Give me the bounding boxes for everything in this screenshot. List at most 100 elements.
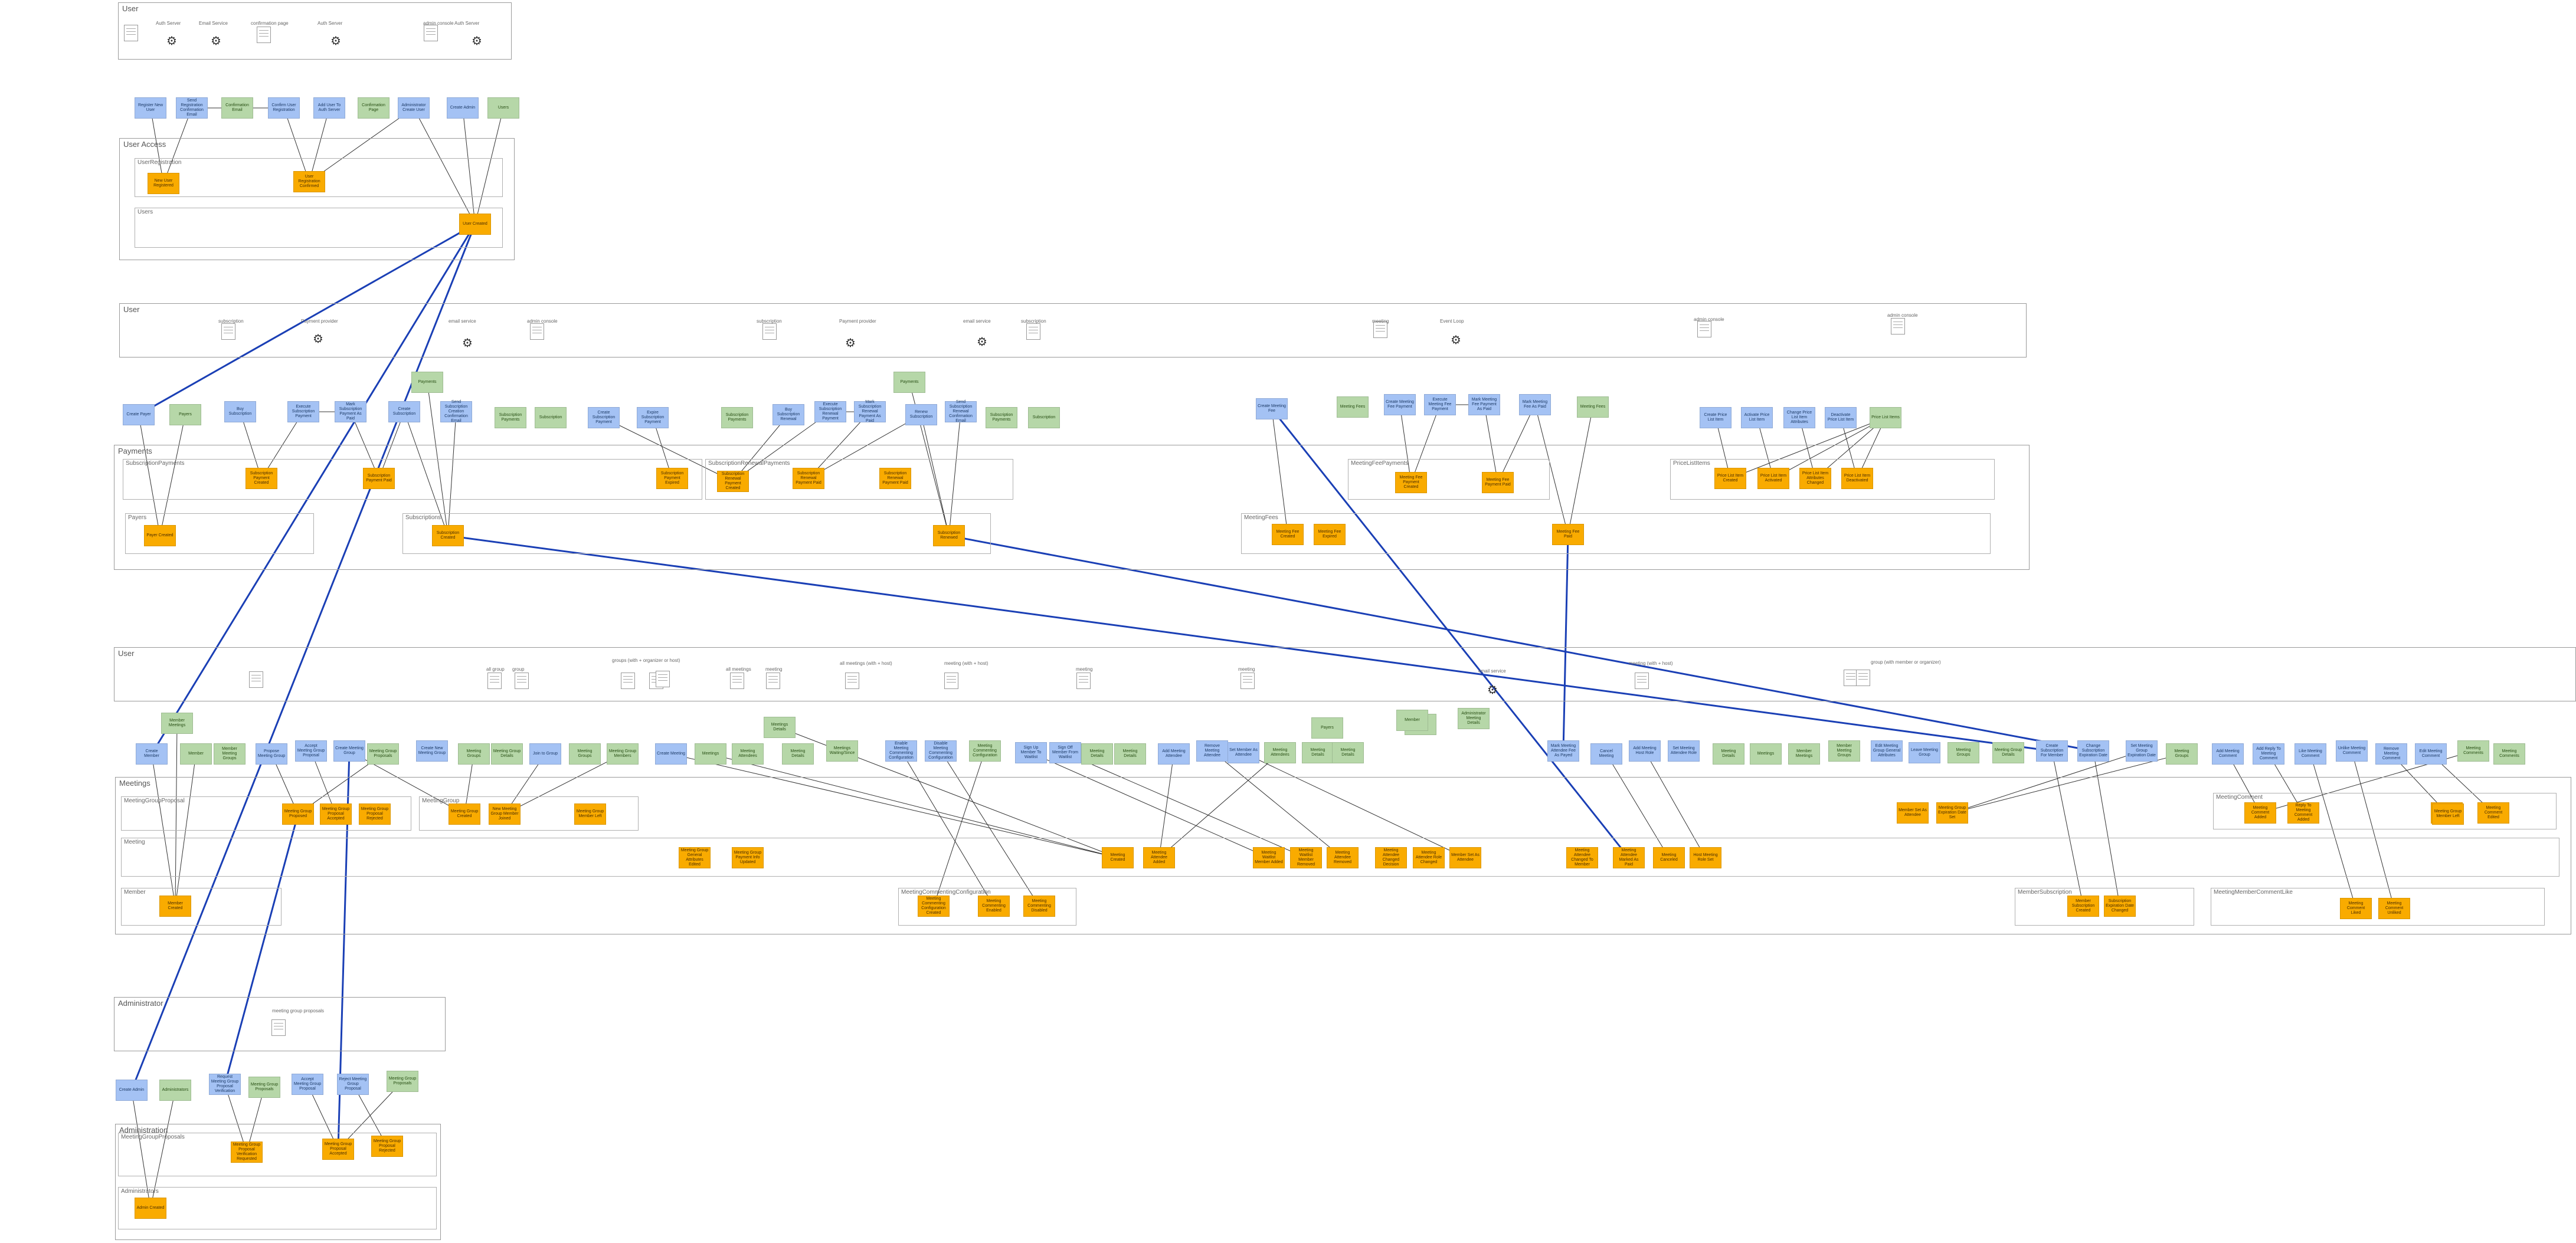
command-sticky[interactable]: Mark Subscription Payment As Paid xyxy=(335,401,366,422)
read-model-sticky[interactable]: Meeting Details xyxy=(1081,743,1113,765)
read-model-sticky[interactable]: Meetings Details xyxy=(764,717,796,738)
command-sticky[interactable]: Execute Meeting Fee Payment xyxy=(1424,394,1456,415)
event-sticky[interactable]: Meeting Waitlist Member Added xyxy=(1253,847,1285,868)
read-model-sticky[interactable]: Meeting Groups xyxy=(2166,743,2198,765)
command-sticky[interactable]: Mark Subscription Renewal Payment As Pai… xyxy=(854,400,886,423)
read-model-sticky[interactable]: Subscription xyxy=(535,407,567,428)
read-model-sticky[interactable]: Member Meeting Groups xyxy=(1828,740,1860,762)
event-sticky[interactable]: Subscription Payment Created xyxy=(246,468,277,489)
event-sticky[interactable]: Subscription Payment Paid xyxy=(363,468,395,489)
event-sticky[interactable]: Meeting Attendee Role Changed xyxy=(1413,847,1445,868)
command-sticky[interactable]: Buy Subscription xyxy=(224,401,256,422)
command-sticky[interactable]: Create Meeting Fee xyxy=(1256,398,1288,419)
command-sticky[interactable]: Create Admin xyxy=(447,97,479,119)
command-sticky[interactable]: Change Subscription Expiration Date xyxy=(2077,740,2109,762)
command-sticky[interactable]: Edit Meeting Comment xyxy=(2415,743,2447,765)
event-sticky[interactable]: Meeting Group Member Left xyxy=(574,803,606,825)
command-sticky[interactable]: Create Price List Item xyxy=(1700,407,1731,428)
event-sticky[interactable]: Meeting Comment Unliked xyxy=(2378,898,2410,919)
read-model-sticky[interactable]: Price List Items xyxy=(1870,407,1901,428)
read-model-sticky[interactable]: Confirmation Page xyxy=(358,97,389,119)
event-sticky[interactable]: Subscription Renewal Payment Created xyxy=(717,471,749,492)
command-sticky[interactable]: Add Meeting Host Role xyxy=(1629,740,1661,762)
event-sticky[interactable]: Subscription Renewal Payment Paid xyxy=(793,468,824,489)
read-model-sticky[interactable]: Meeting Attendees xyxy=(732,743,764,765)
command-sticky[interactable]: Sign Off Member From Waitlist xyxy=(1049,742,1081,763)
command-sticky[interactable]: Enable Meeting Commenting Configuration xyxy=(885,740,917,762)
command-sticky[interactable]: Mark Meeting Attendee Fee As Payed xyxy=(1547,740,1579,762)
read-model-sticky[interactable]: Meeting Groups xyxy=(458,743,490,765)
event-sticky[interactable]: Host Meeting Role Set xyxy=(1690,847,1721,868)
event-sticky[interactable]: New Meeting Group Member Joined xyxy=(489,803,521,825)
event-sticky[interactable]: Price List Item Activated xyxy=(1757,468,1789,489)
read-model-sticky[interactable]: Meeting Attendees xyxy=(1264,742,1296,763)
read-model-sticky[interactable]: Meeting Group Proposals xyxy=(248,1077,280,1098)
event-sticky[interactable]: Meeting Group Member Left xyxy=(2432,803,2464,825)
event-sticky[interactable]: Meeting Attendee Removed xyxy=(1327,847,1359,868)
command-sticky[interactable]: Remove Meeting Comment xyxy=(2375,743,2407,765)
event-sticky[interactable]: Meeting Group Proposal Accepted xyxy=(322,1139,354,1160)
event-sticky[interactable]: Meeting Commenting Configuration Created xyxy=(918,896,950,917)
command-sticky[interactable]: Accept Meeting Group Proposal xyxy=(292,1074,323,1095)
command-sticky[interactable]: Create Subscription Payment xyxy=(588,407,620,428)
command-sticky[interactable]: Buy Subscription Renewal xyxy=(773,404,804,425)
event-sticky[interactable]: Subscription Created xyxy=(432,525,464,546)
event-sticky[interactable]: Member Set As Attendee xyxy=(1897,802,1929,824)
event-sticky[interactable]: Meeting Fee Created xyxy=(1272,524,1304,545)
command-sticky[interactable]: Change Price List Item Attributes xyxy=(1783,407,1815,428)
read-model-sticky[interactable]: Subscription xyxy=(1028,407,1060,428)
command-sticky[interactable]: Create Member xyxy=(136,743,168,765)
read-model-sticky[interactable]: Meeting Fees xyxy=(1337,396,1369,418)
command-sticky[interactable]: Administrator Create User xyxy=(398,97,430,119)
command-sticky[interactable]: Send Subscription Creation Confirmation … xyxy=(440,400,472,423)
event-sticky[interactable]: Meeting Group Proposal Rejected xyxy=(371,1136,403,1157)
command-sticky[interactable]: Add User To Auth Server xyxy=(313,97,345,119)
read-model-sticky[interactable]: Member Meeting Groups xyxy=(214,743,246,765)
event-sticky[interactable]: Meeting Group Expiration Date Set xyxy=(1936,802,1968,824)
event-sticky[interactable]: Member Set As Attendee xyxy=(1449,847,1481,868)
event-sticky[interactable]: Meeting Fee Paid xyxy=(1552,524,1584,545)
command-sticky[interactable]: Send Registration Confirmation Email xyxy=(176,97,208,119)
event-sticky[interactable]: Meeting Attendee Marked As Paid xyxy=(1613,847,1645,868)
read-model-sticky[interactable]: Meeting Group Members xyxy=(607,743,639,765)
read-model-sticky[interactable]: Meeting Details xyxy=(1713,743,1744,765)
command-sticky[interactable]: Create Meeting xyxy=(655,743,687,765)
event-sticky[interactable]: Meeting Comment Liked xyxy=(2340,898,2372,919)
command-sticky[interactable]: Request Meeting Group Proposal Verificat… xyxy=(209,1074,241,1095)
event-sticky[interactable]: Meeting Group General Attributes Edited xyxy=(679,847,711,868)
command-sticky[interactable]: Confirm User Registration xyxy=(268,97,300,119)
read-model-sticky[interactable]: Meeting Details xyxy=(1114,743,1146,765)
read-model-sticky[interactable]: Meetings xyxy=(695,743,726,765)
read-model-sticky[interactable]: Subscription Payments xyxy=(986,407,1017,428)
read-model-sticky[interactable]: Meeting Details xyxy=(1332,742,1364,763)
command-sticky[interactable]: Register New User xyxy=(135,97,166,119)
command-sticky[interactable]: Add Meeting Attendee xyxy=(1158,743,1190,765)
read-model-sticky[interactable]: Meeting Group Details xyxy=(1992,742,2024,763)
command-sticky[interactable]: Renew Subscription xyxy=(905,404,937,425)
event-sticky[interactable]: Meeting Group Proposed xyxy=(282,803,314,825)
command-sticky[interactable]: Set Member As Attendee xyxy=(1228,742,1259,763)
event-sticky[interactable]: Meeting Attendee Changed Decision xyxy=(1375,847,1407,868)
read-model-sticky[interactable]: Administrator Meeting Details xyxy=(1458,708,1490,729)
event-sticky[interactable]: Meeting Comment Added xyxy=(2244,802,2276,824)
event-sticky[interactable]: Meeting Group Payment Info Updated xyxy=(732,847,764,868)
event-sticky[interactable]: Subscription Renewed xyxy=(933,525,965,546)
read-model-sticky[interactable]: Meeting Group Proposals xyxy=(367,743,399,765)
read-model-sticky[interactable]: Meeting Groups xyxy=(1947,742,1979,763)
event-sticky[interactable]: Member Subscription Created xyxy=(2067,896,2099,917)
event-sticky[interactable]: Meeting Fee Payment Paid xyxy=(1482,472,1514,493)
command-sticky[interactable]: Expire Subscription Payment xyxy=(637,407,669,428)
event-sticky[interactable]: Meeting Group Proposal Accepted xyxy=(320,803,352,825)
read-model-sticky[interactable]: Meeting Group Details xyxy=(491,743,523,765)
read-model-sticky[interactable]: Meeting Commenting Configuration xyxy=(969,740,1001,762)
event-sticky[interactable]: Reply To Meeting Comment Added xyxy=(2287,802,2319,824)
command-sticky[interactable]: Leave Meeting Group xyxy=(1909,742,1940,763)
command-sticky[interactable]: Set Meeting Group Expiration Date xyxy=(2126,740,2158,762)
command-sticky[interactable]: Execute Subscription Payment xyxy=(287,401,319,422)
command-sticky[interactable]: Create Admin xyxy=(116,1080,148,1101)
read-model-sticky[interactable]: Meeting Comments xyxy=(2493,743,2525,765)
command-sticky[interactable]: Create Subscription For Member xyxy=(2036,740,2068,762)
event-sticky[interactable]: Price List Item Created xyxy=(1714,468,1746,489)
command-sticky[interactable]: Create New Meeting Group xyxy=(416,740,448,762)
command-sticky[interactable]: Disable Meeting Commenting Configuration xyxy=(925,740,957,762)
